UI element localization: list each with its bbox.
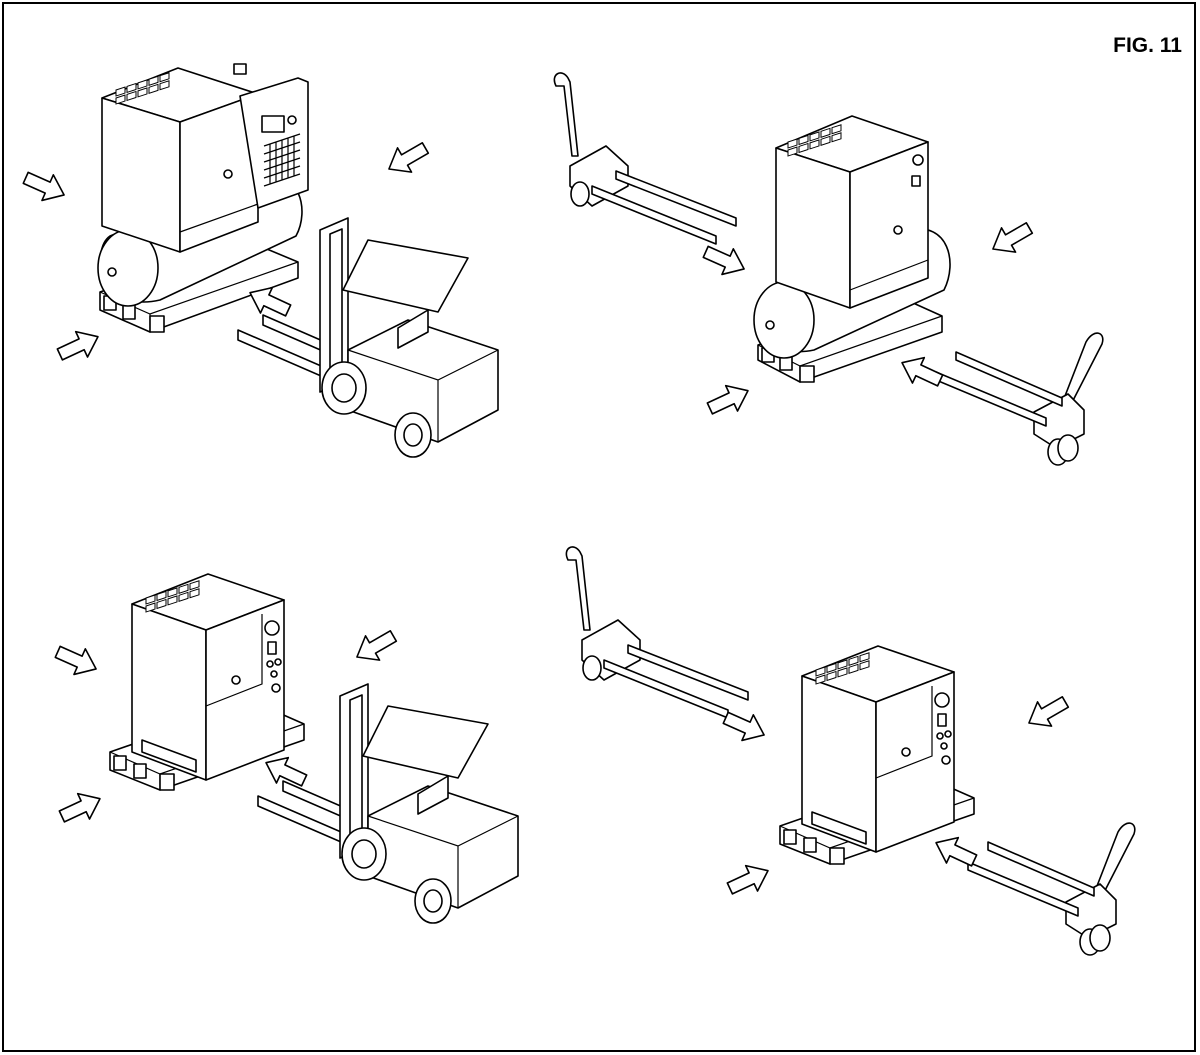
panel-tank-forklift: [19, 63, 499, 458]
panel-base-forklift: [51, 573, 519, 924]
panel-base-pallet-truck: [565, 546, 1136, 956]
panel-tank-pallet-truck: [553, 72, 1104, 466]
figure-label: FIG. 11: [1113, 34, 1182, 57]
